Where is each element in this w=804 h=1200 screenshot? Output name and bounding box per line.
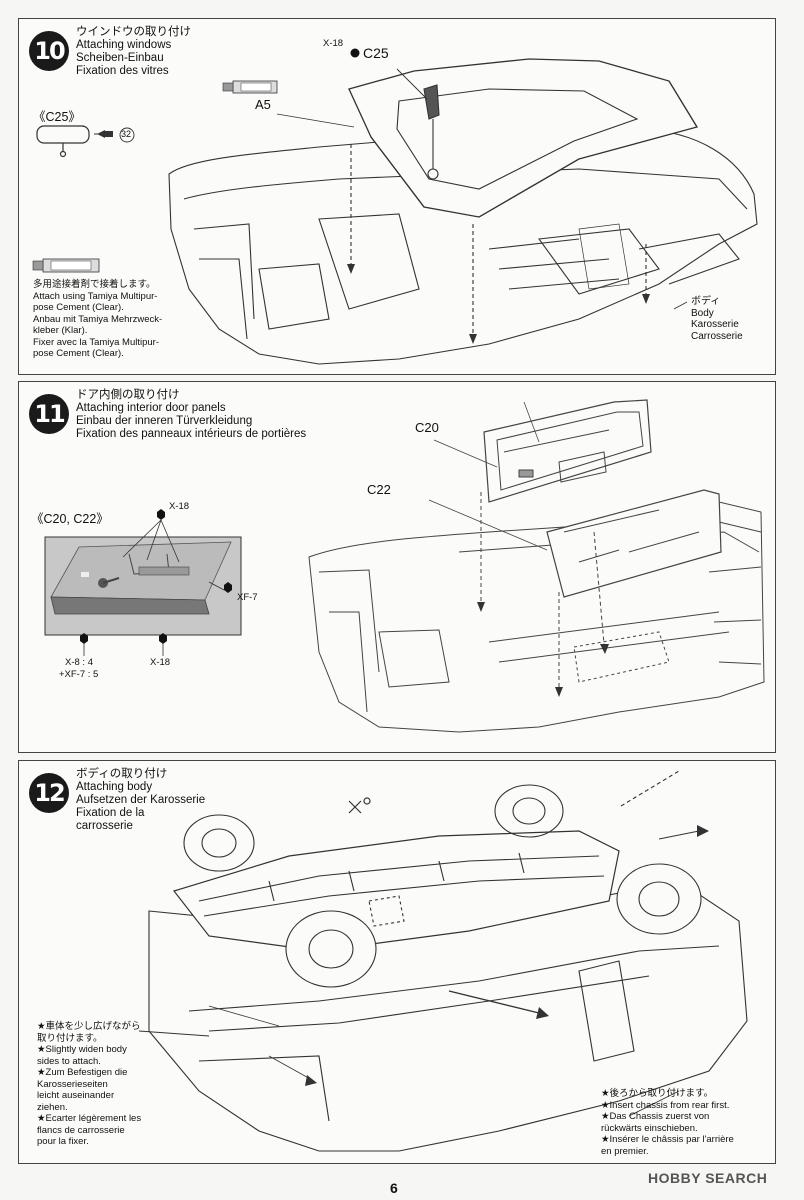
note-line: rückwärts einschieben.: [601, 1122, 698, 1134]
body-label: ボディ Body Karosserie Carrosserie: [691, 296, 743, 342]
screw-label: X-18: [323, 38, 344, 49]
detail-label-c25: 《C25》: [33, 110, 81, 124]
note-line: pose Cement (Clear).: [33, 348, 124, 359]
body-label-de: Karosserie: [691, 319, 739, 330]
chassis-body-illustration: [138, 770, 748, 1152]
screw-label: X-18: [150, 657, 171, 668]
page-number: 6: [390, 1180, 398, 1196]
note-line: kleber (Klar).: [33, 325, 88, 336]
title-jp: ウインドウの取り付け: [76, 26, 191, 38]
cement-tube-icon: [222, 80, 278, 94]
note-line: en premier.: [601, 1145, 649, 1157]
title-fr: Fixation de la: [76, 807, 145, 819]
step-10-panel: 10 ウインドウの取り付け Attaching windows Scheiben…: [18, 18, 776, 375]
title-jp: ドア内側の取り付け: [76, 389, 180, 401]
part-label-c25: C25: [363, 45, 389, 61]
screw-label: X-18: [169, 501, 190, 512]
note-line: 取り付けます。: [37, 1032, 103, 1044]
note-line: pour la fixer.: [37, 1136, 89, 1147]
note-line: Fixer avec la Tamiya Multipur-: [33, 336, 160, 348]
note-line: sides to attach.: [37, 1055, 101, 1067]
part-label-c22: C22: [367, 482, 391, 497]
title-de: Einbau der inneren Türverkleidung: [76, 415, 253, 427]
paint-mix-label: X-8 : 4: [65, 657, 93, 668]
paint-label: XF-7: [237, 592, 258, 603]
note-line: ★後ろから取り付けます。: [601, 1088, 714, 1099]
title-jp: ボディの取り付け: [76, 768, 168, 780]
note-line: flancs de carrosserie: [37, 1124, 125, 1136]
step-12-panel: 12 ボディの取り付け Attaching body Aufsetzen der…: [18, 760, 776, 1164]
body-label-jp: ボディ: [691, 296, 721, 307]
mirror-detail-icon: [36, 125, 109, 158]
note-line: ziehen.: [37, 1101, 68, 1113]
cement-tube-icon: [32, 258, 100, 273]
title-fr-2: carrosserie: [76, 820, 133, 832]
step-title: ウインドウの取り付け Attaching windows Scheiben-Ei…: [76, 26, 191, 78]
title-en: Attaching windows: [76, 39, 172, 51]
title-fr: Fixation des vitres: [76, 65, 169, 77]
title-fr: Fixation des panneaux intérieurs de port…: [76, 428, 307, 440]
note-widen-body: ★車体を少し広げながら 取り付けます。 ★Slightly widen body…: [37, 1021, 141, 1148]
note-line: ★Insert chassis from rear first.: [601, 1099, 730, 1111]
note-line: ★Insérer le châssis par l'arrière: [601, 1134, 734, 1145]
step-title: ボディの取り付け Attaching body Aufsetzen der Ka…: [76, 768, 205, 833]
note-insert-chassis: ★後ろから取り付けます。 ★Insert chassis from rear f…: [601, 1088, 734, 1157]
title-de: Aufsetzen der Karosserie: [76, 794, 206, 806]
note-line: ★車体を少し広げながら: [37, 1021, 141, 1032]
title-en: Attaching interior door panels: [76, 402, 226, 414]
title-en: Attaching body: [76, 781, 153, 793]
note-line: 多用途接着剤で接着します。: [33, 279, 156, 290]
watermark: HOBBY SEARCH: [648, 1170, 768, 1186]
step-number: 11: [29, 394, 69, 434]
note-line: ★Ecarter légèrement les: [37, 1113, 142, 1124]
body-window-illustration: [32, 48, 758, 365]
body-label-en: Body: [691, 307, 714, 319]
step-title: ドア内側の取り付け Attaching interior door panels…: [76, 389, 306, 441]
note-line: Karosserieseiten: [37, 1078, 108, 1090]
arrow-number: 32: [121, 129, 132, 139]
step-number: 10: [29, 31, 69, 71]
note-line: ★Zum Befestigen die: [37, 1067, 128, 1078]
door-panel-illustration: [44, 399, 765, 733]
screwdriver-icon: [348, 797, 371, 814]
note-line: Attach using Tamiya Multipur-: [33, 290, 158, 302]
paint-mix-label: +XF-7 : 5: [59, 669, 99, 680]
note-line: ★Slightly widen body: [37, 1044, 127, 1055]
door-panel-detail-box: [44, 536, 242, 636]
part-label-c20: C20: [415, 420, 439, 435]
note-line: leicht auseinander: [37, 1090, 115, 1101]
body-label-fr: Carrosserie: [691, 330, 743, 342]
note-line: ★Das Chassis zuerst von: [601, 1111, 710, 1122]
detail-label: 《C20, C22》: [31, 512, 109, 526]
title-de: Scheiben-Einbau: [76, 52, 164, 64]
cement-note: 多用途接着剤で接着します。 Attach using Tamiya Multip…: [33, 279, 162, 360]
note-line: Anbau mit Tamiya Mehrzweck-: [33, 313, 163, 325]
note-line: pose Cement (Clear).: [33, 302, 124, 313]
step-11-panel: 11 ドア内側の取り付け Attaching interior door pan…: [18, 381, 776, 753]
step-number: 12: [29, 773, 69, 813]
part-label-a5: A5: [255, 97, 271, 112]
